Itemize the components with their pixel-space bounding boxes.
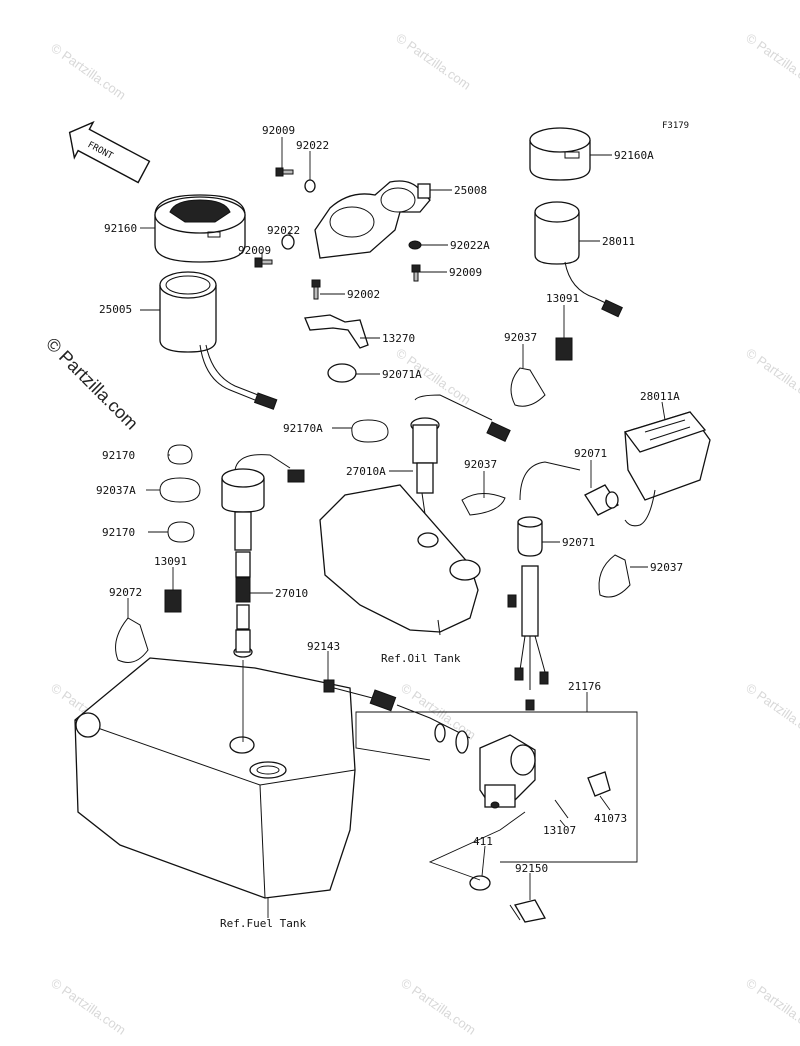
washer-92022-top (304, 179, 316, 193)
meter-cover-92160 (154, 194, 246, 263)
band-92072 (115, 617, 149, 663)
label-41073: 41073 (594, 812, 627, 825)
label-27010A: 27010A (346, 465, 386, 478)
label-28011A: 28011A (640, 390, 680, 403)
ref-fuel-tank: Ref.Fuel Tank (220, 917, 306, 930)
label-27010: 27010 (275, 587, 308, 600)
sensor-92071-lower (507, 516, 549, 711)
oil-tank (319, 484, 481, 636)
meter-bracket-25008 (314, 180, 431, 259)
watermark: © Partzilla.com (743, 30, 800, 93)
label-92071: 92071 (562, 536, 595, 549)
label-92071A: 92071A (382, 368, 422, 381)
washer-92022A (408, 240, 422, 250)
band-92037-top (510, 367, 546, 407)
label-92022: 92022 (267, 224, 300, 237)
tachometer-28011 (534, 201, 623, 318)
label-21176: 21176 (568, 680, 601, 693)
pin-13107 (554, 799, 569, 819)
label-92037: 92037 (504, 331, 537, 344)
watermark: © Partzilla.com (48, 40, 128, 103)
label-92009: 92009 (262, 124, 295, 137)
label-92143: 92143 (307, 640, 340, 653)
grommet-92071A (327, 363, 357, 383)
watermark: © Partzilla.com (743, 680, 800, 743)
label-92009: 92009 (449, 266, 482, 279)
clamp-92170A (351, 419, 389, 443)
bolt-92009-right (411, 264, 421, 282)
watermark-main: © Partzilla.com (42, 334, 142, 434)
label-13091: 13091 (154, 555, 187, 568)
ref-oil-tank: Ref.Oil Tank (381, 652, 461, 665)
clamp-13270 (304, 314, 369, 349)
fuel-tank (74, 657, 356, 899)
label-92170A: 92170A (283, 422, 323, 435)
label-92037: 92037 (464, 458, 497, 471)
connector-13091-top (555, 337, 573, 361)
label-92160A: 92160A (614, 149, 654, 162)
label-25005: 25005 (99, 303, 132, 316)
bolt-92150 (509, 899, 547, 923)
bolt-92009-top (275, 167, 294, 177)
label-92071: 92071 (574, 447, 607, 460)
clamp-92170-upper (167, 444, 193, 465)
label-13091: 13091 (546, 292, 579, 305)
watermark: © Partzilla.com (48, 975, 128, 1038)
label-92037: 92037 (650, 561, 683, 574)
label-28011: 28011 (602, 235, 635, 248)
label-13270: 13270 (382, 332, 415, 345)
label-13107: 13107 (543, 824, 576, 837)
washer-92022-left (281, 234, 295, 250)
watermark: © Partzilla.com (398, 975, 478, 1038)
hose-92071 (519, 461, 581, 501)
watermark: © Partzilla.com (743, 975, 800, 1038)
label-92170: 92170 (102, 526, 135, 539)
label-92037A: 92037A (96, 484, 136, 497)
watermark: © Partzilla.com (743, 345, 800, 408)
bolt-92009-left (254, 257, 273, 268)
label-92002: 92002 (347, 288, 380, 301)
label-92022: 92022 (296, 139, 329, 152)
fuel-level-sender-27010 (221, 454, 305, 658)
watermark: © Partzilla.com (393, 30, 473, 93)
oil-level-sender-27010A (410, 394, 511, 536)
speedometer-25005 (159, 271, 278, 410)
label-92150: 92150 (515, 862, 548, 875)
meter-cover-92160A (529, 127, 591, 181)
part-labels: 92009 92022 25008 92160 92022 92009 9202… (96, 124, 683, 875)
label-92160: 92160 (104, 222, 137, 235)
label-92170: 92170 (102, 449, 135, 462)
leader-lines (127, 137, 666, 900)
connector-13091-left (164, 589, 182, 613)
label-92072: 92072 (109, 586, 142, 599)
fuel-gauge-28011A (623, 411, 711, 527)
fuel-valve-21176 (323, 679, 536, 809)
washer-411 (469, 875, 491, 891)
front-arrow-icon: FRONT (68, 120, 151, 184)
grommet-92071-right (584, 484, 619, 516)
diagram-code: F3179 (662, 121, 689, 131)
label-411: 411 (473, 835, 493, 848)
band-92037-mid (461, 493, 506, 516)
label-92009: 92009 (238, 244, 271, 257)
band-92037-right (598, 554, 631, 598)
label-25008: 25008 (454, 184, 487, 197)
clip-41073 (587, 771, 611, 797)
clamp-92170-lower (167, 521, 195, 543)
bolt-92002 (311, 279, 321, 300)
label-92022A: 92022A (450, 239, 490, 252)
band-92037A (159, 477, 201, 503)
